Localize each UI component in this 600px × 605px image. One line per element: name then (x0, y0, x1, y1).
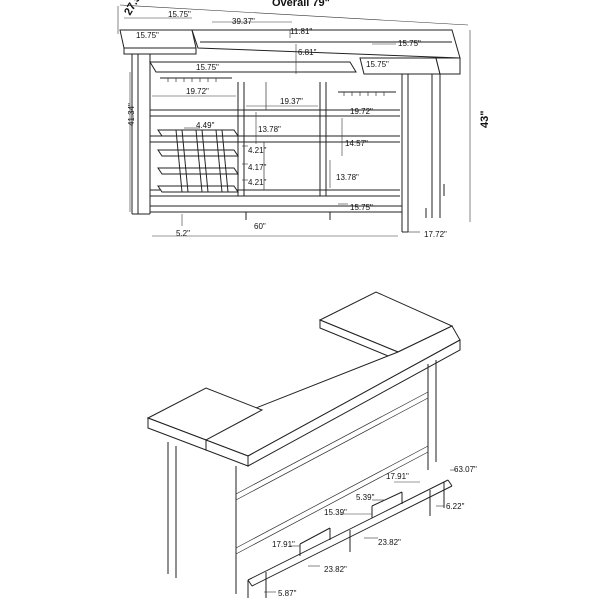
base-depth-label: 17.72" (424, 230, 447, 239)
top-right-wing-depth-label: 15.75" (366, 60, 389, 69)
footrest-rail-top (247, 479, 449, 581)
top-left-wing-depth-label: 15.75" (136, 31, 159, 40)
upper-shelf (149, 61, 357, 73)
center-bay-width-label: 19.37" (280, 97, 303, 106)
lower-bracket-spacing-label: 17.91" (272, 540, 295, 549)
overall-depth-label: 27.5" (122, 0, 146, 18)
glass-rack-slots (167, 78, 385, 96)
center-bay-height-label: 13.78" (258, 125, 281, 134)
back-slat-2b (235, 451, 429, 555)
top-right-wing-width-label: 15.75" (398, 39, 421, 48)
wine-cubby-lattice (157, 129, 239, 193)
front-view: Overall 79" 27.5" (117, 0, 491, 239)
overall-width-line (119, 4, 469, 26)
left-bay-width-label: 19.72" (186, 87, 209, 96)
back-slat-1 (235, 391, 429, 495)
right-lower-height-label: 13.78" (336, 173, 359, 182)
lower-segment-label: 23.82" (324, 565, 347, 574)
footrest-rail-bottom (251, 485, 453, 587)
right-bay-width-label: 19.72" (350, 107, 373, 116)
top-center-span-label: 39.37" (232, 17, 255, 26)
base-length-label: 60" (254, 222, 266, 231)
bottom-shelf-depth-label: 15.75" (350, 203, 373, 212)
top-center-depth-label: 11.81" (290, 27, 312, 36)
cubby-h2-label: 4.17" (248, 163, 267, 172)
right-segment-label: 23.82" (378, 538, 401, 547)
cubby-h1-label: 4.21" (248, 146, 267, 155)
leg-inset-label: 5.2" (176, 229, 190, 238)
total-height-label: 43" (479, 111, 491, 128)
right-upper-height-label: 14.57" (345, 139, 368, 148)
top-left-wing-edge (123, 47, 197, 55)
top-center-gap-label: 6.81" (298, 48, 317, 57)
back-slat-2 (235, 445, 429, 549)
bracket-height-label: 5.39" (356, 493, 375, 502)
overall-width-label: Overall 79" (272, 0, 330, 9)
upper-shelf-depth-label: 15.75" (196, 63, 219, 72)
upper-bracket-spacing-label: 17.91" (386, 472, 409, 481)
back-top-main (188, 325, 461, 457)
back-slat-1b (235, 397, 429, 501)
footrest-length-label: 63.07" (454, 465, 477, 474)
back-top-joint (205, 439, 249, 467)
rail-offset-label: 6.22" (446, 502, 465, 511)
cubby-width-label: 4.49" (196, 121, 215, 130)
top-left-wing-width-label: 15.75" (168, 10, 191, 19)
cubby-h3-label: 4.21" (248, 178, 267, 187)
top-right-wing-side (435, 57, 461, 75)
footrest-rail-end-right (447, 479, 453, 487)
back-view: 63.07" 17.91" 5.39" 6.22" 15.39" 23.82" … (146, 291, 477, 598)
footrest-brackets (299, 491, 403, 556)
footrest-rail-end-left (247, 579, 253, 587)
side-height-label: 41.34" (127, 103, 136, 126)
mid-rail-spacing-label: 15.39" (324, 508, 347, 517)
rail-drop-label: 5.87" (278, 589, 297, 598)
